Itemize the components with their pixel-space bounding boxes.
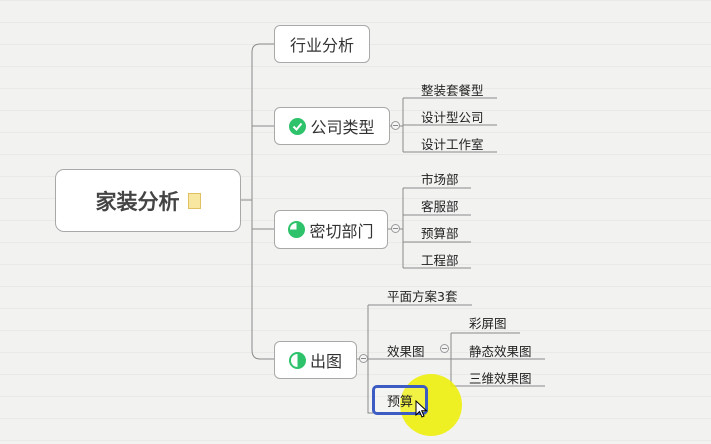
subtopic[interactable]: 三维效果图 — [469, 371, 532, 386]
subtopic[interactable]: 彩屏图 — [469, 316, 507, 331]
topic-company-type[interactable]: 公司类型 — [274, 107, 390, 145]
topic-label: 密切部门 — [309, 221, 374, 241]
subtopic[interactable]: 市场部 — [421, 172, 459, 187]
topic-label: 行业分析 — [289, 36, 354, 55]
subtopic[interactable]: 工程部 — [421, 253, 459, 268]
topic-departments[interactable]: 密切部门 — [274, 210, 388, 249]
topic-drawings[interactable]: 出图 — [274, 341, 357, 379]
subtopic[interactable]: 整装套餐型 — [421, 83, 484, 98]
subtopic[interactable]: 预算部 — [421, 226, 459, 241]
cursor-highlight — [400, 374, 462, 436]
subtopic[interactable]: 设计工作室 — [421, 137, 484, 152]
collapse-toggle[interactable] — [359, 354, 368, 363]
progress-50-icon — [288, 351, 306, 369]
collapse-toggle[interactable] — [391, 224, 400, 233]
collapse-toggle[interactable] — [391, 121, 400, 130]
check-circle-icon — [289, 117, 307, 135]
collapse-toggle[interactable] — [440, 344, 449, 353]
topic-label: 出图 — [309, 352, 342, 371]
subtopic[interactable]: 设计型公司 — [421, 110, 484, 125]
note-icon — [187, 192, 201, 209]
root-topic[interactable]: 家装分析 — [55, 169, 241, 232]
subtopic-label: 预算 — [386, 394, 413, 410]
subtopic[interactable]: 静态效果图 — [469, 344, 532, 359]
subtopic[interactable]: 客服部 — [421, 199, 459, 214]
root-label: 家装分析 — [95, 189, 180, 214]
progress-75-icon — [288, 221, 306, 238]
topic-industry-analysis[interactable]: 行业分析 — [274, 25, 370, 63]
subtopic[interactable]: 平面方案3套 — [387, 289, 458, 304]
mouse-cursor-icon — [415, 400, 428, 418]
topic-label: 公司类型 — [310, 118, 375, 137]
subtopic[interactable]: 效果图 — [387, 344, 425, 359]
